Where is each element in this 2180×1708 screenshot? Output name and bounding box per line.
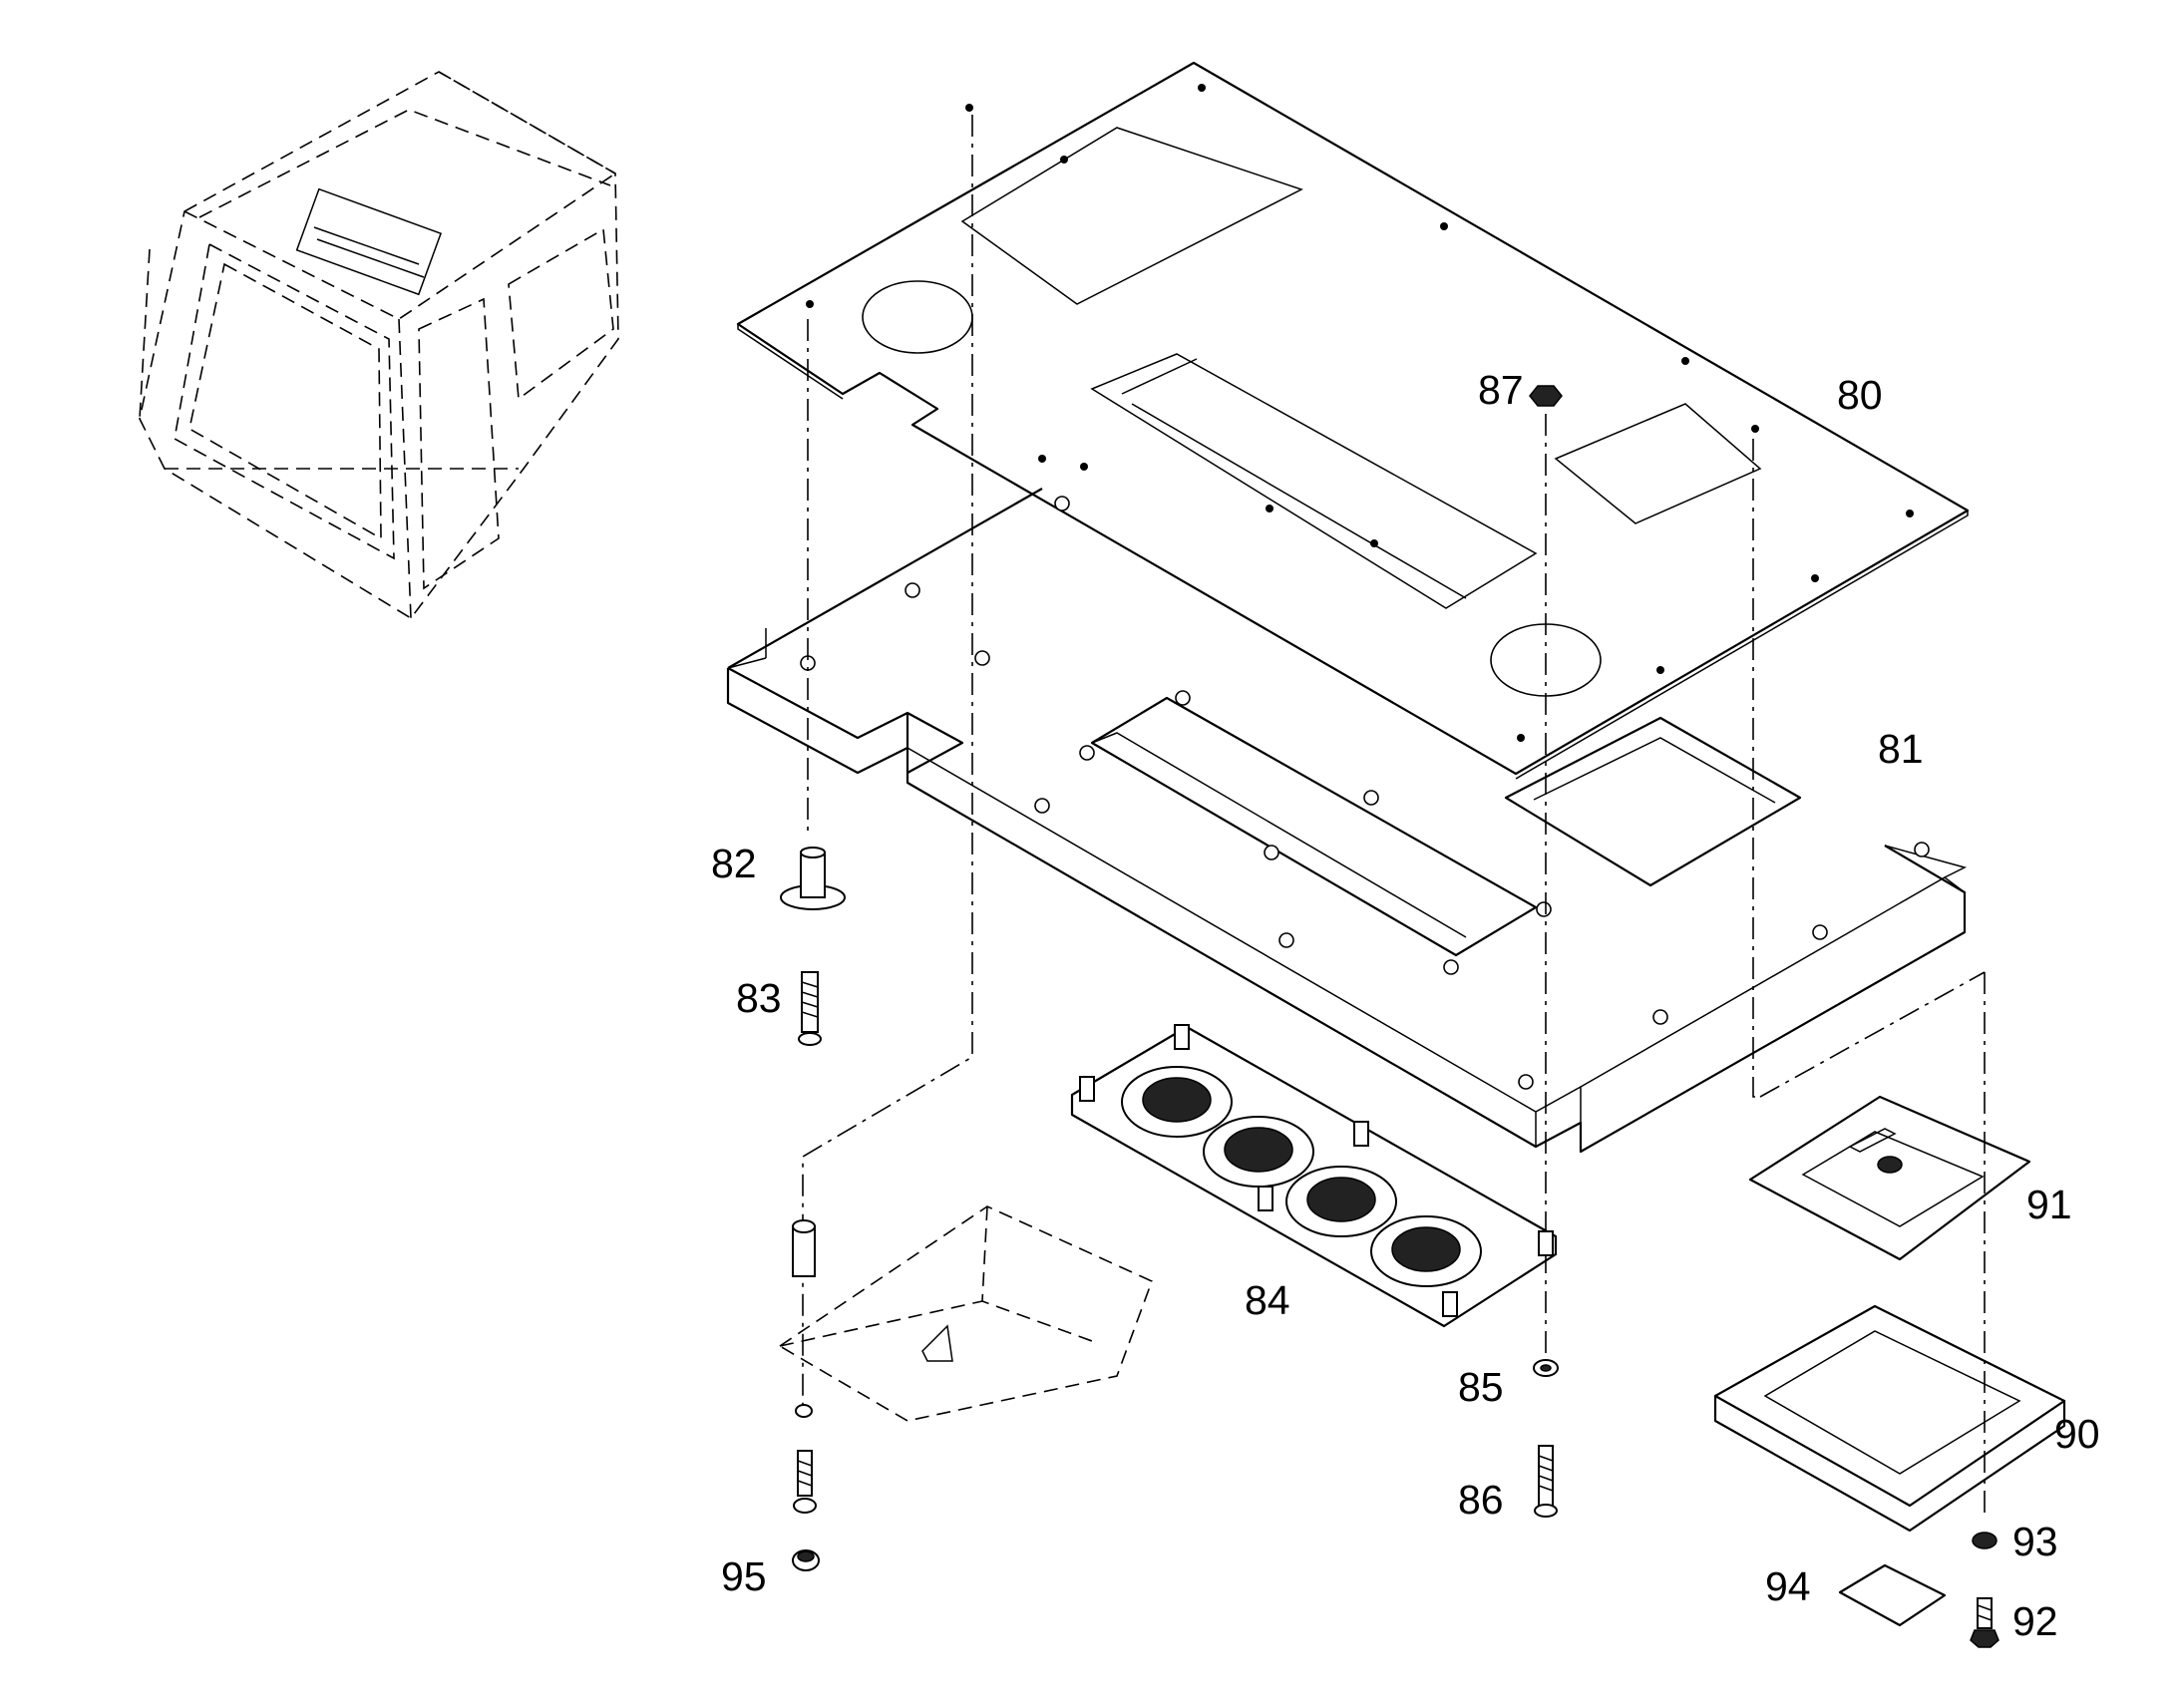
callout-87: 87 xyxy=(1478,367,1524,413)
callout-90: 90 xyxy=(2054,1411,2100,1457)
part-85-washer xyxy=(1533,1359,1559,1377)
part-94-pad xyxy=(1838,1563,1947,1627)
callout-91: 91 xyxy=(2026,1182,2072,1227)
part-82-spacer xyxy=(780,847,846,910)
callout-95: 95 xyxy=(721,1553,767,1599)
assembly-centerlines xyxy=(802,115,1986,1516)
callout-85: 85 xyxy=(1458,1364,1504,1410)
callout-labels: 80 81 82 83 84 85 86 87 90 91 92 93 94 9… xyxy=(711,367,2100,1644)
part-92-bolt xyxy=(1970,1597,1999,1648)
mounting-bracket xyxy=(778,1205,1154,1422)
callout-93: 93 xyxy=(2012,1519,2058,1564)
part-93-nut xyxy=(1972,1532,1998,1549)
callout-86: 86 xyxy=(1458,1477,1504,1523)
callout-83: 83 xyxy=(736,975,782,1021)
callout-94: 94 xyxy=(1765,1563,1811,1609)
callout-80: 80 xyxy=(1837,372,1883,418)
part-91-cover-plate xyxy=(1748,1095,2031,1261)
part-83-bolt xyxy=(798,971,822,1046)
part-86-bolt xyxy=(1534,1445,1558,1518)
callout-92: 92 xyxy=(2012,1598,2058,1644)
part-90-housing xyxy=(1713,1304,2066,1533)
callout-84: 84 xyxy=(1245,1277,1290,1323)
part-80-floor-mat xyxy=(736,61,1970,780)
callout-82: 82 xyxy=(711,841,757,886)
part-95-spacer xyxy=(792,1219,820,1571)
part-87-nut xyxy=(1529,385,1563,407)
cab-overview-illustration xyxy=(139,71,619,620)
part-81-floor-panel xyxy=(726,488,1968,1154)
callout-81: 81 xyxy=(1878,726,1924,772)
part-84-vent-plate xyxy=(1070,1024,1558,1328)
